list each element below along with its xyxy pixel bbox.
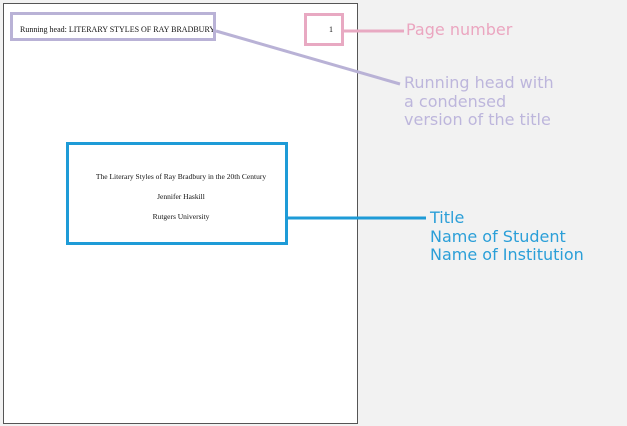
title-block-label-line-2: Name of Student <box>430 226 566 246</box>
paper-page: Running head: LITERARY STYLES OF RAY BRA… <box>3 3 358 424</box>
running-head-connector <box>215 29 401 86</box>
running-head-highlight-box <box>10 12 216 41</box>
running-head-text: Running head: LITERARY STYLES OF RAY BRA… <box>20 25 216 34</box>
page-number-label: Page number <box>406 20 513 40</box>
title-block-label-line-1: Title <box>430 208 465 227</box>
title-block: The Literary Styles of Ray Bradbury in t… <box>74 172 288 232</box>
title-block-highlight-box <box>66 142 288 245</box>
page-number-highlight-box <box>304 13 344 46</box>
student-name: Jennifer Haskill <box>157 192 205 201</box>
running-head-label-line-3: version of the title <box>404 110 551 130</box>
institution-name: Rutgers University <box>152 212 210 221</box>
title-block-label: Title Name of Student Name of Institutio… <box>430 208 584 265</box>
running-head-label-line-1: Running head with <box>404 73 554 92</box>
paper-title: The Literary Styles of Ray Bradbury in t… <box>95 172 267 181</box>
running-head-label: Running head with a condensed version of… <box>404 73 554 130</box>
page-number-text: 1 <box>329 25 333 34</box>
running-head-label-line-2: a condensed <box>404 91 507 111</box>
page-number-label-text: Page number <box>406 20 513 39</box>
title-block-label-line-3: Name of Institution <box>430 245 584 265</box>
